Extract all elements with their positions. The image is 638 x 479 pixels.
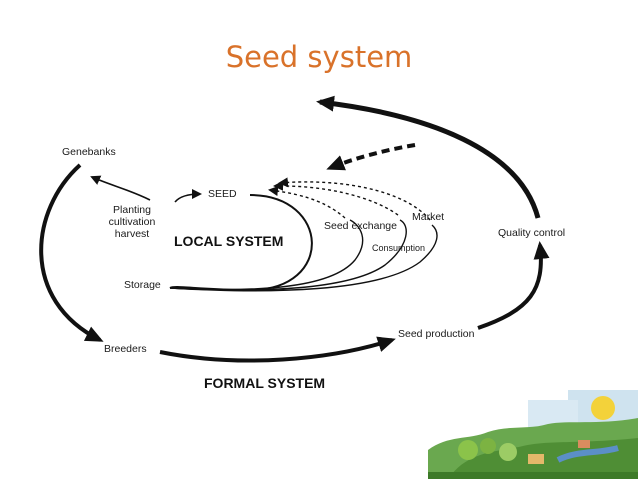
arrow-planting-to-genebanks	[90, 175, 151, 201]
label-planting-line2: cultivation	[109, 216, 156, 228]
label-formal-system: FORMAL SYSTEM	[204, 375, 325, 391]
label-seed-exchange: Seed exchange	[324, 220, 397, 232]
label-planting-line1: Planting	[113, 204, 151, 216]
dashed-return-1	[268, 186, 346, 219]
arrow-breeders-to-seed-production	[159, 336, 396, 363]
label-consumption: Consumption	[372, 243, 425, 253]
label-quality-control: Quality control	[498, 227, 565, 239]
sun-icon	[591, 396, 615, 420]
arrow-to-seed	[174, 189, 202, 203]
slide-title: Seed system	[225, 40, 413, 74]
label-seed-production: Seed production	[398, 328, 475, 340]
dashed-return-2	[273, 180, 399, 216]
local-loop-outer	[169, 194, 313, 292]
puzzle-landscape-illustration	[428, 390, 638, 479]
label-local-system: LOCAL SYSTEM	[174, 233, 283, 249]
label-genebanks: Genebanks	[62, 146, 116, 158]
arrow-quality-control-to-top	[316, 95, 541, 219]
label-seed: SEED	[208, 188, 237, 200]
label-storage: Storage	[124, 279, 161, 291]
dashed-arrow-to-seed-big	[326, 143, 416, 171]
arrow-genebanks-to-breeders	[39, 163, 104, 342]
label-breeders: Breeders	[104, 343, 147, 355]
local-loop-3	[169, 224, 438, 292]
label-planting-line3: harvest	[115, 228, 150, 240]
label-market: Market	[412, 211, 444, 223]
arrow-seed-production-to-quality-control	[477, 241, 550, 330]
dashed-return-3	[278, 177, 431, 221]
